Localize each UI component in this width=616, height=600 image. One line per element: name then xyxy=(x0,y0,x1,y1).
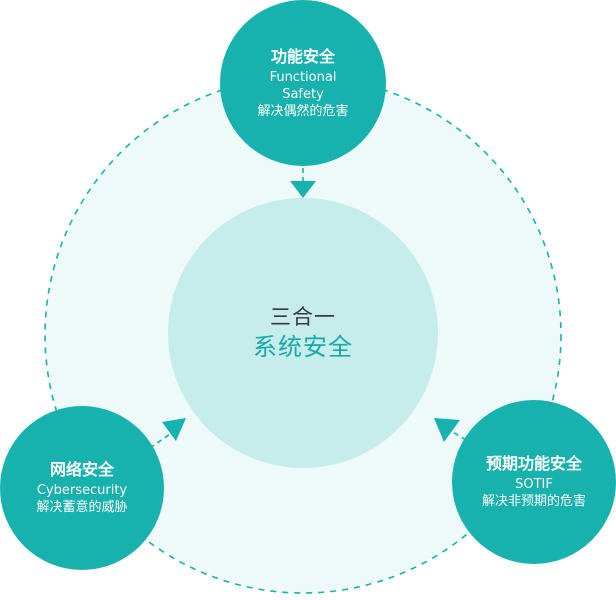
node-top-title: 功能安全 xyxy=(270,46,335,66)
node-cybersecurity: 网络安全 Cybersecurity 解决蓄意的威胁 xyxy=(0,406,164,570)
node-top-subtitle: Functional Safety xyxy=(269,69,337,102)
center-line2: 系统安全 xyxy=(253,333,353,361)
node-right-subtitle: SOTIF xyxy=(515,477,553,492)
node-top-desc: 解决偶然的危害 xyxy=(257,103,349,119)
node-left-subtitle: Cybersecurity xyxy=(36,483,128,498)
node-right-title: 预期功能安全 xyxy=(485,454,582,473)
node-right-desc: 解决非预期的危害 xyxy=(481,494,586,509)
arrow-right-head xyxy=(434,418,460,442)
node-functional-safety: 功能安全 Functional Safety 解决偶然的危害 xyxy=(220,0,386,166)
arrow-left-line xyxy=(149,433,171,449)
center-line1: 三合一 xyxy=(270,305,336,329)
arrow-left-head xyxy=(162,418,186,441)
node-left-desc: 解决蓄意的威胁 xyxy=(36,500,128,515)
center-system-safety: 三合一 系统安全 xyxy=(168,198,438,468)
node-sotif: 预期功能安全 SOTIF 解决非预期的危害 xyxy=(452,400,616,564)
arrow-top-head xyxy=(290,181,316,198)
node-left-title: 网络安全 xyxy=(49,460,114,479)
